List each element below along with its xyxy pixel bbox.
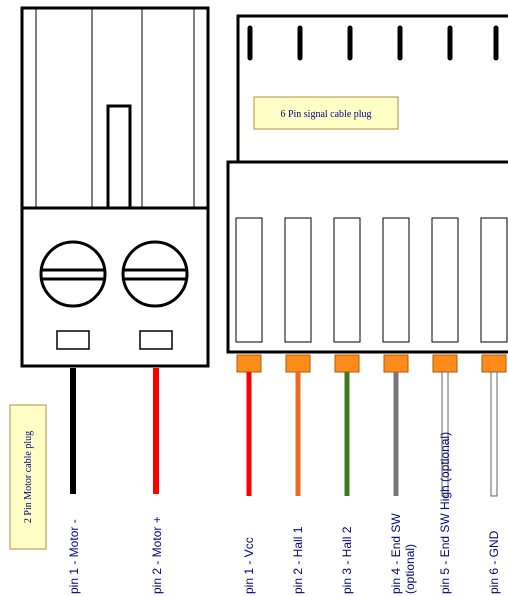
- motor-plug-label: 2 Pin Motor cable plug: [23, 431, 34, 523]
- motor-pin-label-2: pin 2 - Motor +: [150, 516, 164, 594]
- signal-wires: [246, 371, 498, 497]
- signal-pin-contact-5: [432, 354, 458, 373]
- signal-pin-label-1: pin 1 - Vcc: [242, 537, 256, 594]
- signal-latch-ticks: [247, 25, 499, 61]
- signal-slot-6: [480, 217, 508, 343]
- signal-pin-contacts: [236, 354, 507, 373]
- signal-pin-label-2: pin 2 - Hall 1: [291, 526, 305, 594]
- motor-contact-window-1: [56, 330, 90, 350]
- motor-label-box-bg: [9, 404, 47, 550]
- signal-pin-label-4-line2: (optional): [403, 544, 417, 594]
- motor-wires: [70, 368, 159, 494]
- signal-label-box-bg: [253, 96, 399, 130]
- motor-contact-window-2: [139, 330, 173, 350]
- signal-contact-slots: [235, 217, 508, 343]
- signal-wire-6: [490, 371, 498, 497]
- signal-pin-contact-1: [236, 354, 262, 373]
- signal-slot-4: [382, 217, 410, 343]
- signal-plug: [226, 14, 508, 354]
- signal-pin-labels: pin 1 - Vcc pin 2 - Hall 1 pin 3 - Hall 2 p…: [242, 432, 501, 594]
- motor-screw-terminal-2: [121, 240, 189, 308]
- signal-pin-contact-2: [285, 354, 311, 373]
- signal-slot-1: [235, 217, 263, 343]
- signal-pin-contact-6: [481, 354, 507, 373]
- motor-pin-label-1: pin 1 - Motor -: [67, 519, 81, 594]
- signal-plug-label-box: 6 Pin signal cable plug: [253, 96, 399, 130]
- motor-screw-terminal-1: [39, 240, 107, 308]
- signal-plug-upper-housing: [236, 14, 508, 164]
- signal-wire-5: [441, 371, 449, 497]
- signal-slot-3: [333, 217, 361, 343]
- signal-plug-label: 6 Pin signal cable plug: [280, 109, 371, 120]
- signal-pin-label-6: pin 6 - GND: [487, 530, 501, 594]
- signal-pin-contact-3: [334, 354, 360, 373]
- motor-pin-labels: pin 1 - Motor - pin 2 - Motor +: [67, 516, 164, 594]
- signal-pin-contact-4: [383, 354, 409, 373]
- signal-plug-lower-housing: [226, 160, 508, 354]
- motor-plug-latch: [106, 104, 132, 210]
- motor-plug: [20, 6, 210, 368]
- signal-slot-5: [431, 217, 459, 343]
- signal-slot-2: [284, 217, 312, 343]
- signal-pin-label-3: pin 3 - Hall 2: [340, 526, 354, 594]
- signal-pin-label-5: pin 5 - End SW High (optional): [438, 432, 452, 594]
- motor-plug-label-box: 2 Pin Motor cable plug: [9, 404, 47, 550]
- signal-pin-label-4: pin 4 - End SW: [389, 513, 403, 594]
